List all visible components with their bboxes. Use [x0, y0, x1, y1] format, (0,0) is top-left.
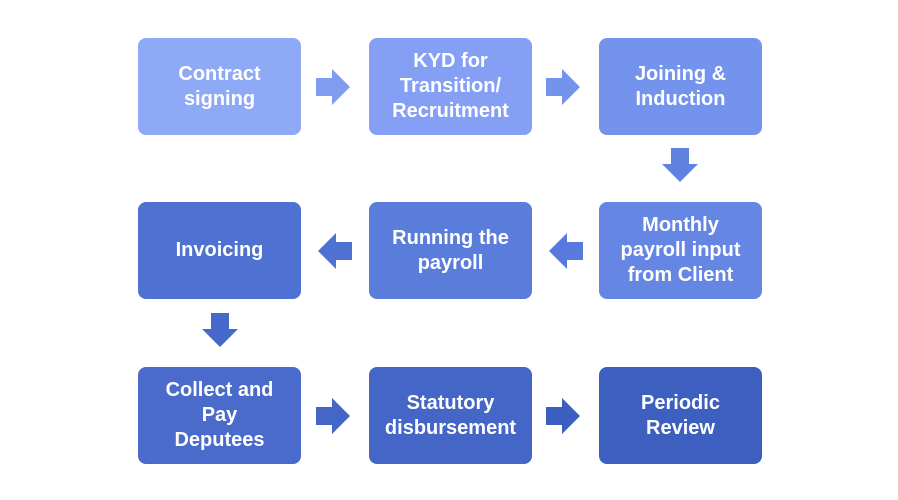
arrow-right-icon — [316, 69, 350, 105]
step-running-payroll: Running the payroll — [369, 202, 532, 299]
step-kyd-transition-recruitment: KYD for Transition/ Recruitment — [369, 38, 532, 135]
arrow-right-icon — [546, 69, 580, 105]
arrow-left-icon — [549, 233, 583, 269]
arrow-right-icon — [546, 398, 580, 434]
step-contract-signing: Contract signing — [138, 38, 301, 135]
step-invoicing: Invoicing — [138, 202, 301, 299]
arrow-down-icon — [662, 148, 698, 182]
step-monthly-payroll-input: Monthly payroll input from Client — [599, 202, 762, 299]
step-joining-induction: Joining & Induction — [599, 38, 762, 135]
step-collect-and-pay-deputees: Collect and Pay Deputees — [138, 367, 301, 464]
arrow-left-icon — [318, 233, 352, 269]
arrow-right-icon — [316, 398, 350, 434]
arrow-down-icon — [202, 313, 238, 347]
step-statutory-disbursement: Statutory disbursement — [369, 367, 532, 464]
step-periodic-review: Periodic Review — [599, 367, 762, 464]
